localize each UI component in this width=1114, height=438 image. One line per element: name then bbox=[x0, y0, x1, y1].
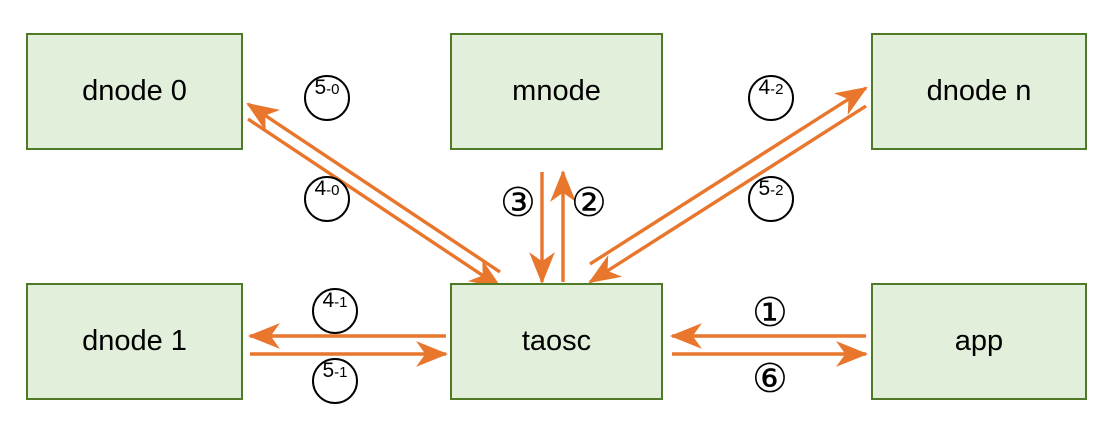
node-label: mnode bbox=[512, 75, 601, 107]
node-label: dnode 0 bbox=[82, 75, 187, 107]
edge-label-2: ② bbox=[571, 180, 607, 226]
node-app: app bbox=[871, 283, 1087, 400]
edge-label-main: 4 bbox=[758, 76, 771, 99]
edge-label-sub: -1 bbox=[334, 294, 348, 311]
edge-label-main: 4 bbox=[322, 289, 335, 312]
edge-label-3: ③ bbox=[500, 180, 536, 226]
node-label: taosc bbox=[521, 325, 592, 357]
node-label: dnode n bbox=[926, 75, 1032, 107]
node-dnode-1: dnode 1 bbox=[26, 283, 243, 400]
edge-label-sub: -0 bbox=[326, 182, 340, 199]
node-taosc: taosc bbox=[450, 283, 663, 400]
node-label: dnode 1 bbox=[82, 325, 187, 357]
edge-label-5-2: 5-2 bbox=[748, 176, 794, 222]
edge-label-4-2: 4-2 bbox=[748, 75, 794, 121]
edge-label-6: ⑥ bbox=[752, 356, 788, 402]
edge-label-4-0: 4-0 bbox=[304, 176, 350, 222]
edge-label-sub: -0 bbox=[326, 81, 340, 98]
edge-label-main: 5 bbox=[314, 76, 327, 99]
edge-label-1: ① bbox=[752, 290, 788, 336]
edge-label-sub: -2 bbox=[770, 81, 784, 98]
node-label: app bbox=[954, 325, 1004, 357]
edge-label-4-1: 4-1 bbox=[312, 288, 358, 334]
node-dnode-0: dnode 0 bbox=[26, 33, 243, 150]
node-mnode: mnode bbox=[450, 33, 663, 150]
node-dnode-n: dnode n bbox=[871, 33, 1087, 150]
edge-label-5-0: 5-0 bbox=[304, 75, 350, 121]
edge-label-sub: -1 bbox=[334, 364, 348, 381]
edge-label-main: 4 bbox=[314, 177, 327, 200]
edge-label-5-1: 5-1 bbox=[312, 358, 358, 404]
edge-label-main: 5 bbox=[758, 177, 771, 200]
edge-label-sub: -2 bbox=[770, 182, 784, 199]
edge-label-main: 5 bbox=[322, 359, 335, 382]
